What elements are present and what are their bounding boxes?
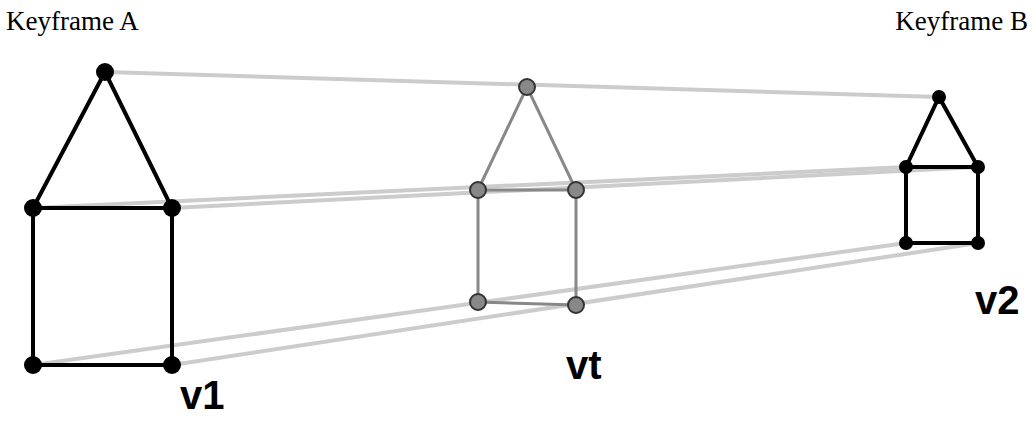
walls: [33, 208, 172, 365]
keyframe-label: Keyframe A: [6, 8, 139, 35]
house-a: [24, 63, 181, 374]
vertex-label: v2: [975, 280, 1020, 320]
vertex-label: vt: [566, 345, 602, 385]
roof: [33, 72, 172, 208]
interpolation-line: [33, 243, 906, 365]
walls: [906, 167, 978, 243]
house-interpolated: [470, 79, 584, 313]
roof: [906, 97, 978, 167]
walls: [478, 190, 576, 305]
house-b: [899, 90, 985, 250]
vertex-label: v1: [180, 375, 225, 415]
roof: [478, 87, 576, 190]
interpolation-lines: [33, 72, 978, 365]
interpolation-line: [105, 72, 939, 97]
keyframe-label: Keyframe B: [895, 8, 1028, 35]
